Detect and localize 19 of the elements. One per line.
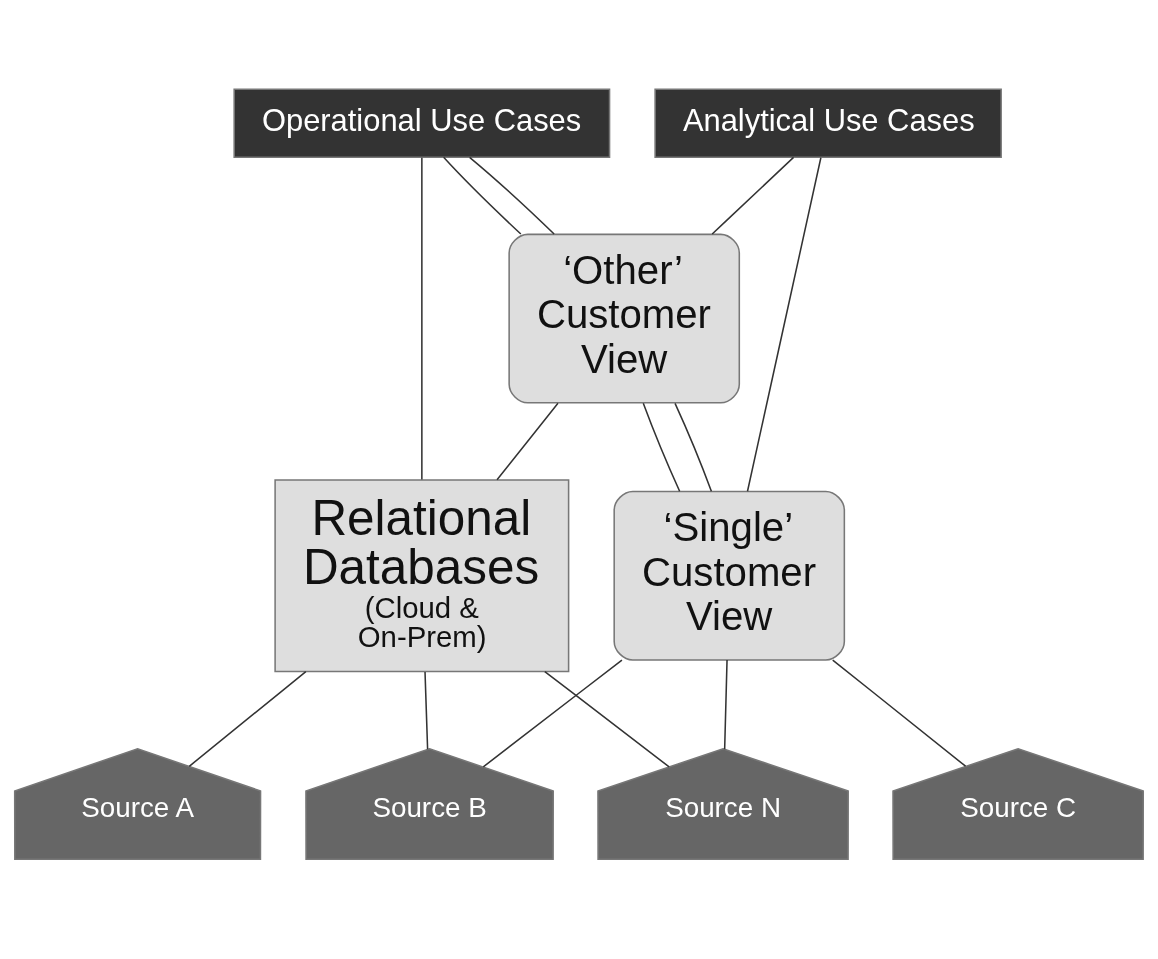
connector [723, 658, 728, 750]
connector [496, 402, 559, 481]
connector [442, 156, 522, 235]
connector [468, 156, 555, 235]
connector [642, 402, 681, 492]
node-box: ‘Other’ Customer View [508, 233, 741, 404]
connector [831, 658, 967, 767]
connector [424, 670, 429, 750]
node-box: Relational Databases (Cloud & On-Prem) [274, 478, 570, 672]
connector [482, 658, 623, 768]
connector [544, 670, 670, 768]
connector [674, 402, 713, 492]
connector [711, 156, 795, 235]
connector [746, 156, 822, 492]
node-box: Operational Use Cases [233, 87, 611, 158]
connector [188, 670, 307, 767]
connector [421, 156, 423, 480]
node-box: Analytical Use Cases [654, 87, 1002, 158]
node-box: ‘Single’ Customer View [613, 490, 846, 661]
